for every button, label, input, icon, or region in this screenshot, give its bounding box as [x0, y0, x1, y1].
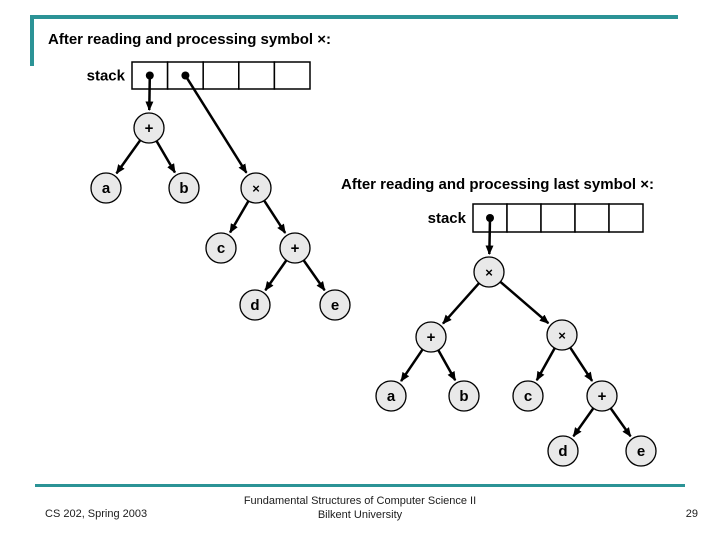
node-circle [133, 112, 165, 144]
tree-edge [535, 347, 556, 382]
stack-cell [506, 203, 542, 233]
node-label: d [250, 297, 259, 314]
node-circle [279, 232, 311, 264]
stack-pointer-arrow [485, 220, 494, 256]
tree-edge [115, 139, 142, 175]
node-circle [586, 380, 618, 412]
tree-node-t2-times: × [546, 319, 578, 351]
node-label: a [387, 388, 396, 405]
stack-after-symbol: stack [87, 61, 311, 90]
page-number: 29 [685, 508, 698, 520]
accent-line-left [30, 15, 34, 66]
tree-edge [264, 259, 288, 292]
node-label: × [485, 265, 493, 280]
node-circle [473, 256, 505, 288]
node-label: + [145, 120, 154, 137]
stack-pointer-dot [181, 71, 190, 80]
node-circle [168, 172, 200, 204]
tree-node-t1-c: c [205, 232, 237, 264]
tree-node-t1-plus-2: + [279, 232, 311, 264]
node-circle [205, 232, 237, 264]
node-circle [415, 321, 447, 353]
node-label: d [558, 443, 567, 460]
tree-node-t1-times: × [240, 172, 272, 204]
node-label: c [524, 388, 532, 405]
tree-node-t2-c: c [512, 380, 544, 412]
tree-node-t2-a: a [375, 380, 407, 412]
node-label: + [427, 329, 436, 346]
node-label: + [598, 388, 607, 405]
stack-label: stack [87, 68, 126, 85]
node-label: c [217, 240, 225, 257]
stack-cell [238, 61, 276, 90]
stack-cell [540, 203, 576, 233]
accent-line-top [30, 15, 678, 19]
node-label: e [637, 443, 645, 460]
stack-after-last-symbol: stack [428, 203, 644, 233]
tree-node-t1-plus: + [133, 112, 165, 144]
tree-edge [442, 282, 480, 325]
tree-edge [228, 200, 250, 234]
stack-label: stack [428, 210, 467, 227]
tree-edge [400, 348, 424, 382]
node-circle [512, 380, 544, 412]
node-circle [625, 435, 657, 467]
node-circle [240, 172, 272, 204]
stack-cell [202, 61, 240, 90]
tree-edge [437, 349, 457, 382]
node-circle [448, 380, 480, 412]
second-step-title: After reading and processing last symbol… [341, 176, 654, 193]
tree-node-t1-b: b [168, 172, 200, 204]
node-label: b [179, 180, 188, 197]
tree-node-t1-d: d [239, 289, 271, 321]
tree-edge [572, 407, 595, 438]
stack-pointer-dot [145, 71, 154, 80]
footer-university: Bilkent University [317, 509, 403, 521]
stack-cell [574, 203, 610, 233]
stack-pointer-dot [486, 214, 494, 222]
stack-pointer-arrow [185, 77, 248, 174]
tree-node-t2-plus: + [415, 321, 447, 353]
node-circle [239, 289, 271, 321]
node-label: e [331, 297, 339, 314]
tree-edge [263, 199, 287, 234]
node-circle [375, 380, 407, 412]
footer-divider [35, 484, 685, 487]
node-label: × [558, 328, 566, 343]
node-circle [546, 319, 578, 351]
node-label: + [291, 240, 300, 257]
tree-edge [302, 259, 326, 292]
tree-node-t1-e: e [319, 289, 351, 321]
stack-cell [608, 203, 644, 233]
tree-edge [609, 407, 632, 438]
tree-node-t2-plus-2: + [586, 380, 618, 412]
tree-node-t1-a: a [90, 172, 122, 204]
tree-node-t2-b: b [448, 380, 480, 412]
node-label: × [252, 181, 260, 196]
node-circle [90, 172, 122, 204]
node-circle [547, 435, 579, 467]
slide-title: After reading and processing symbol ×: [48, 31, 331, 48]
tree-edge [155, 140, 177, 174]
stack-cell [273, 61, 311, 90]
footer-course: CS 202, Spring 2003 [45, 508, 148, 520]
tree-edge [569, 346, 594, 382]
node-label: a [102, 180, 111, 197]
node-circle [319, 289, 351, 321]
tree-node-t2-e: e [625, 435, 657, 467]
tree-node-t2-d: d [547, 435, 579, 467]
footer-course-name: Fundamental Structures of Computer Scien… [243, 495, 477, 507]
node-label: b [459, 388, 468, 405]
footer-institution: Fundamental Structures of Computer Scien… [0, 494, 720, 522]
tree-edge [499, 280, 550, 325]
tree-node-t2-times-root: × [473, 256, 505, 288]
